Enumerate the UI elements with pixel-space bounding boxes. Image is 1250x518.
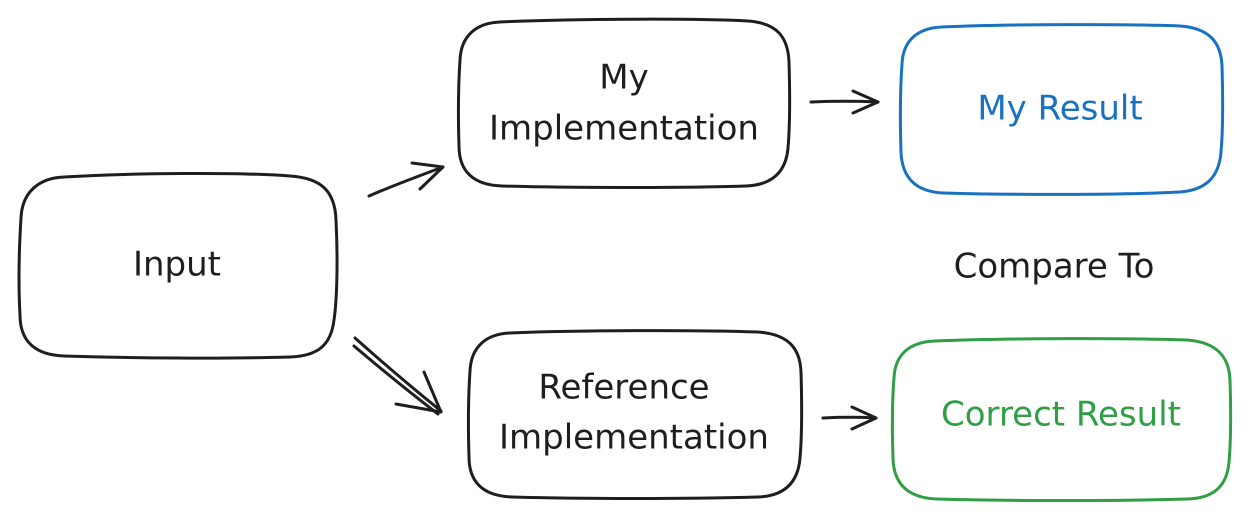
my-implementation-node-border [456,17,792,189]
arrow-shaft [821,415,878,420]
reference-implementation-line1: Reference [538,368,709,408]
arrow-head [410,161,445,191]
correct-result-node-border [890,337,1233,502]
arrow-shaft [367,165,445,198]
arrow-shaft [353,336,443,413]
my-result-node-border [898,23,1225,196]
my-result-label: My Result [977,89,1142,129]
arrow-head [394,370,443,414]
arrow-shaft [809,99,880,104]
my-implementation-line2: Implementation [489,109,759,149]
input-node[interactable]: Input [17,171,339,360]
arrow-input-to-reference-implementation [352,336,443,416]
my-implementation-node[interactable]: My Implementation [456,17,792,189]
compare-to-label: Compare To [954,247,1155,287]
reference-implementation-node[interactable]: Reference Implementation [466,329,804,500]
arrow-head [851,89,880,115]
arrow-input-to-my-implementation [367,161,445,198]
arrow-head [850,405,878,431]
correct-result-label: Correct Result [941,395,1181,435]
reference-implementation-line2: Implementation [499,418,769,458]
input-label: Input [133,245,221,285]
arrow-shaft-second-stroke [352,344,440,416]
correct-result-node[interactable]: Correct Result [890,337,1233,502]
reference-implementation-node-border [466,329,804,500]
arrow-my-implementation-to-my-result [809,89,880,115]
arrow-reference-implementation-to-correct-result [821,405,878,431]
my-result-node[interactable]: My Result [898,23,1225,196]
my-implementation-line1: My [599,58,648,98]
input-node-border [17,171,339,360]
